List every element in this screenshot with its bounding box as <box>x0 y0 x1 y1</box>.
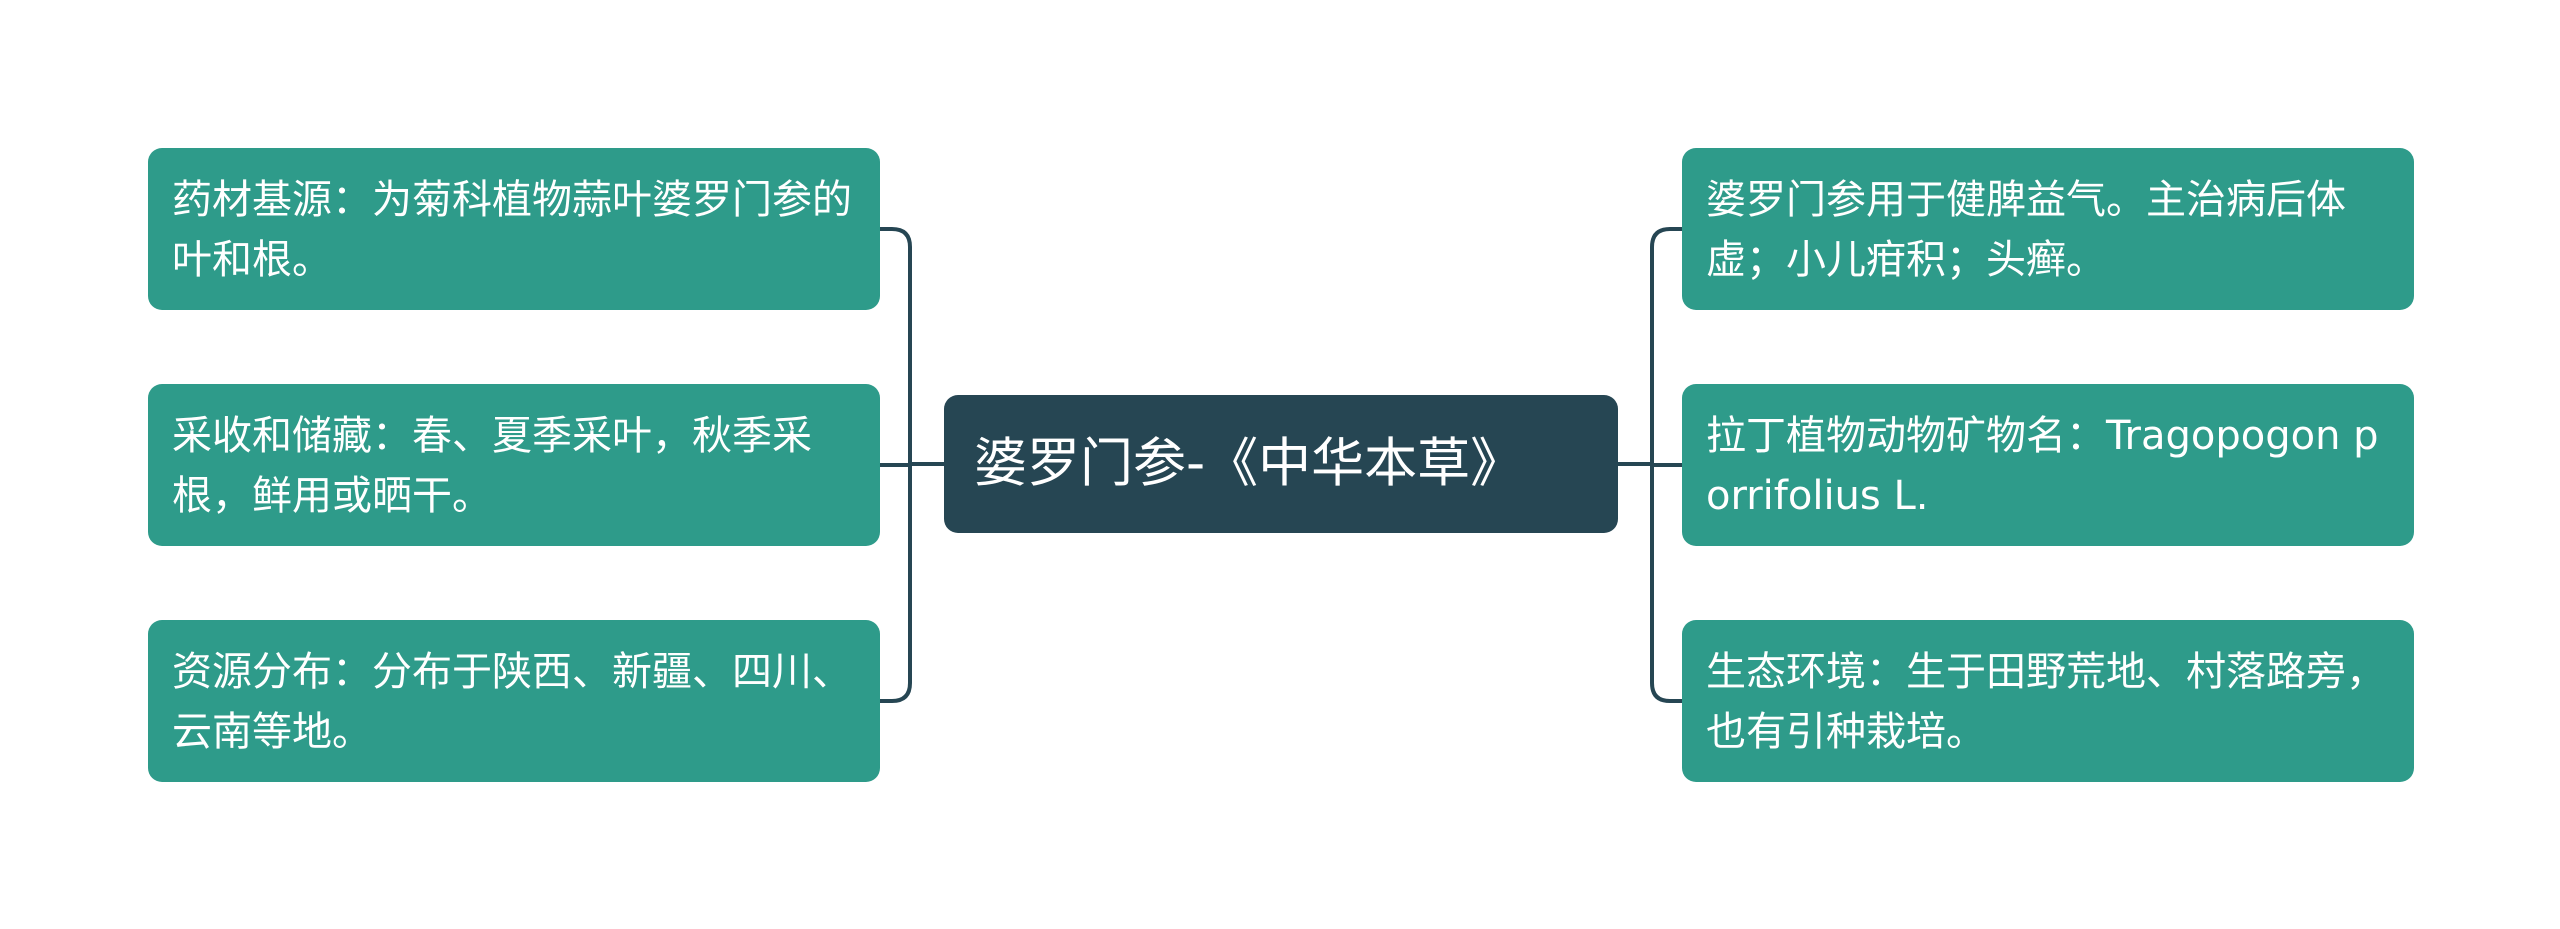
topic-efficacy[interactable]: 婆罗门参用于健脾益气。主治病后体虚；小儿疳积；头癣。 <box>1682 148 2414 310</box>
topic-harvest-storage[interactable]: 采收和储藏：春、夏季采叶，秋季采根，鲜用或晒干。 <box>148 384 880 546</box>
topic-source[interactable]: 药材基源：为菊科植物蒜叶婆罗门参的叶和根。 <box>148 148 880 310</box>
topic-latin-name[interactable]: 拉丁植物动物矿物名：Tragopogon porrifolius L. <box>1682 384 2414 546</box>
topic-distribution[interactable]: 资源分布：分布于陕西、新疆、四川、云南等地。 <box>148 620 880 782</box>
connector-right-2 <box>1650 464 1682 703</box>
connector-right-0 <box>1650 227 1682 464</box>
connector-left-2 <box>880 464 912 703</box>
topic-habitat[interactable]: 生态环境：生于田野荒地、村落路旁，也有引种栽培。 <box>1682 620 2414 782</box>
central-topic[interactable]: 婆罗门参-《中华本草》 <box>944 395 1618 533</box>
connector-left-0 <box>880 227 912 464</box>
